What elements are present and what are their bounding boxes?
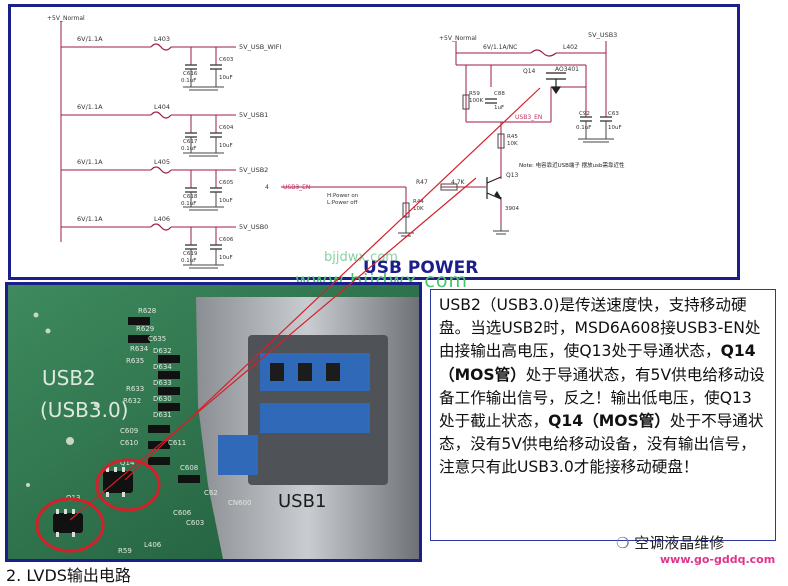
- r47-value: 4.7K: [451, 179, 466, 186]
- pcb-ref-r629: R629: [136, 325, 154, 333]
- r45-value: 10K: [507, 141, 518, 147]
- pcb-ref-c62: C62: [204, 489, 218, 497]
- inductor-label-l402: L402: [563, 44, 578, 51]
- pcb-ref-d630: D630: [153, 395, 172, 403]
- net-label-5v-normal-right: +5V_Normal: [439, 35, 477, 42]
- c88-label: C88: [494, 91, 505, 97]
- pcb-ref-r628: R628: [138, 307, 156, 315]
- fuse-label-2: 6V/1.1A: [77, 103, 103, 111]
- r47-label: R47: [416, 179, 428, 186]
- cap-ref-c617: C617: [183, 139, 198, 145]
- pcb-photo-frame: USB2 (USB3.0) USB1 R628 R629 C635 R634 R…: [5, 282, 422, 562]
- cap-ref-c605: C605: [219, 180, 234, 186]
- cap-ref-c604: C604: [219, 125, 234, 131]
- r44-value: 10K: [413, 206, 424, 212]
- pcb-ref-r632: R632: [123, 397, 141, 405]
- output-label-usb0: 5V_USB0: [239, 223, 268, 231]
- fuse-label-right: 6V/1.1A/NC: [483, 44, 517, 51]
- pcb-ref-d634: D634: [153, 363, 172, 371]
- pcb-ref-r633: R633: [126, 385, 144, 393]
- cap-val-c619: 0.1uF: [181, 258, 196, 264]
- pcb-ref-c611: C611: [168, 439, 186, 447]
- q13-label: Q13: [506, 172, 519, 179]
- power-off-note: L:Power off: [327, 200, 358, 206]
- explanation-part-3: 处于不导通状态，没有5V供电给移动设备，没有输出信号，注意只有此USB3.0才能…: [439, 412, 764, 477]
- pin-number: 4: [265, 184, 269, 191]
- wechat-icon: ❍: [616, 534, 635, 552]
- cap-val-c604: 10uF: [219, 143, 233, 149]
- cap-ref-c616: C616: [183, 71, 198, 77]
- pcb-ref-r635: R635: [126, 357, 144, 365]
- c88-value: 1uF: [494, 105, 504, 111]
- c63-label: C63: [608, 111, 619, 117]
- inductor-label-3: L405: [154, 158, 170, 166]
- pcb-photo: USB2 (USB3.0) USB1 R628 R629 C635 R634 R…: [8, 285, 419, 559]
- watermark-secondary: bjjdwx.com: [324, 250, 398, 265]
- cap-ref-c606: C606: [219, 237, 234, 243]
- explanation-part-2: 处于导通状态，有5V供电给移动设备工作输出信号，反之！输出低电压，使Q13处于截…: [439, 365, 765, 431]
- footer-url: www.go-gddq.com: [660, 553, 776, 566]
- c92-label: C92: [579, 111, 590, 117]
- pcb-ref-c635: C635: [148, 335, 166, 343]
- power-on-note: H:Power on: [327, 193, 359, 199]
- pcb-ref-c606: C606: [173, 509, 192, 517]
- pcb-ref-r59: R59: [118, 547, 132, 555]
- explanation-part-1: USB2（USB3.0)是传送速度快，支持移动硬盘。当选USB2时，MSD6A6…: [439, 296, 761, 361]
- q13-type: 3904: [505, 206, 519, 212]
- inductor-label-4: L406: [154, 215, 170, 223]
- net-label-5v-usb3: 5V_USB3: [588, 31, 617, 39]
- schematic-note: Note: 电容靠近USB端子 摆放usb需靠近性: [519, 161, 625, 169]
- explanation-highlight-1: Q14（MOS管）: [439, 342, 756, 384]
- r59-value: 100K: [469, 98, 483, 104]
- pcb-ref-d631: D631: [153, 411, 172, 419]
- pcb-label-usb2: USB2: [42, 366, 96, 390]
- fuse-label-4: 6V/1.1A: [77, 215, 103, 223]
- pcb-ref-c609: C609: [120, 427, 138, 435]
- cap-ref-c618: C618: [183, 194, 198, 200]
- inductor-label-1: L403: [154, 35, 170, 43]
- schematic-frame: +5V_Normal 6V/1.1A 6V/1.1A 6V/1.1A 6V/1.…: [8, 4, 740, 280]
- pcb-ref-l406: L406: [144, 541, 162, 549]
- fuse-label-3: 6V/1.1A: [77, 158, 103, 166]
- cap-val-c618: 0.1uF: [181, 201, 196, 207]
- pcb-label-usb3: (USB3.0): [40, 398, 128, 422]
- c63-value: 10uF: [608, 125, 622, 131]
- pcb-ref-d632: D632: [153, 347, 172, 355]
- pcb-ref-d633: D633: [153, 379, 172, 387]
- cap-val-c616: 0.1uF: [181, 78, 196, 84]
- pcb-ref-r634: R634: [130, 345, 149, 353]
- r45-label: R45: [507, 134, 518, 140]
- r59-label: R59: [469, 91, 480, 97]
- cap-ref-c619: C619: [183, 251, 198, 257]
- usb3-en-label: USB3_EN: [283, 184, 310, 191]
- cap-val-c606: 10uF: [219, 255, 233, 261]
- footer-brand-text: 空调液晶维修: [634, 534, 725, 552]
- fuse-label-1: 6V/1.1A: [77, 35, 103, 43]
- pcb-ref-c610: C610: [120, 439, 138, 447]
- inductor-label-2: L404: [154, 103, 170, 111]
- explanation-box: USB2（USB3.0)是传送速度快，支持移动硬盘。当选USB2时，MSD6A6…: [430, 289, 776, 541]
- net-label-5v-normal-left: +5V_Normal: [47, 15, 85, 22]
- ao3401-label: AO3401: [555, 66, 579, 73]
- pcb-ref-cn600: CN600: [228, 499, 252, 507]
- pcb-ref-c608: C608: [180, 464, 198, 472]
- cap-val-c605: 10uF: [219, 198, 233, 204]
- c92-value: 0.1uF: [576, 125, 591, 131]
- cap-ref-c603: C603: [219, 57, 234, 63]
- usb3-en-label-upper: USB3_EN: [515, 114, 542, 121]
- cap-val-c603: 10uF: [219, 75, 233, 81]
- schematic-diagram: +5V_Normal 6V/1.1A 6V/1.1A 6V/1.1A 6V/1.…: [47, 15, 625, 277]
- output-label-wifi: 5V_USB_WIFI: [239, 43, 282, 51]
- q14-label: Q14: [523, 68, 536, 75]
- next-section-heading: 2. LVDS输出电路: [6, 566, 131, 585]
- pcb-label-usb1: USB1: [278, 491, 326, 512]
- explanation-highlight-2: Q14（MOS管）: [548, 412, 670, 431]
- footer-brand: ❍ 空调液晶维修: [616, 532, 724, 553]
- output-label-usb2: 5V_USB2: [239, 166, 268, 174]
- r44-label: R44: [413, 199, 424, 205]
- output-label-usb1: 5V_USB1: [239, 111, 268, 119]
- pcb-ref-c603: C603: [186, 519, 204, 527]
- cap-val-c617: 0.1uF: [181, 146, 196, 152]
